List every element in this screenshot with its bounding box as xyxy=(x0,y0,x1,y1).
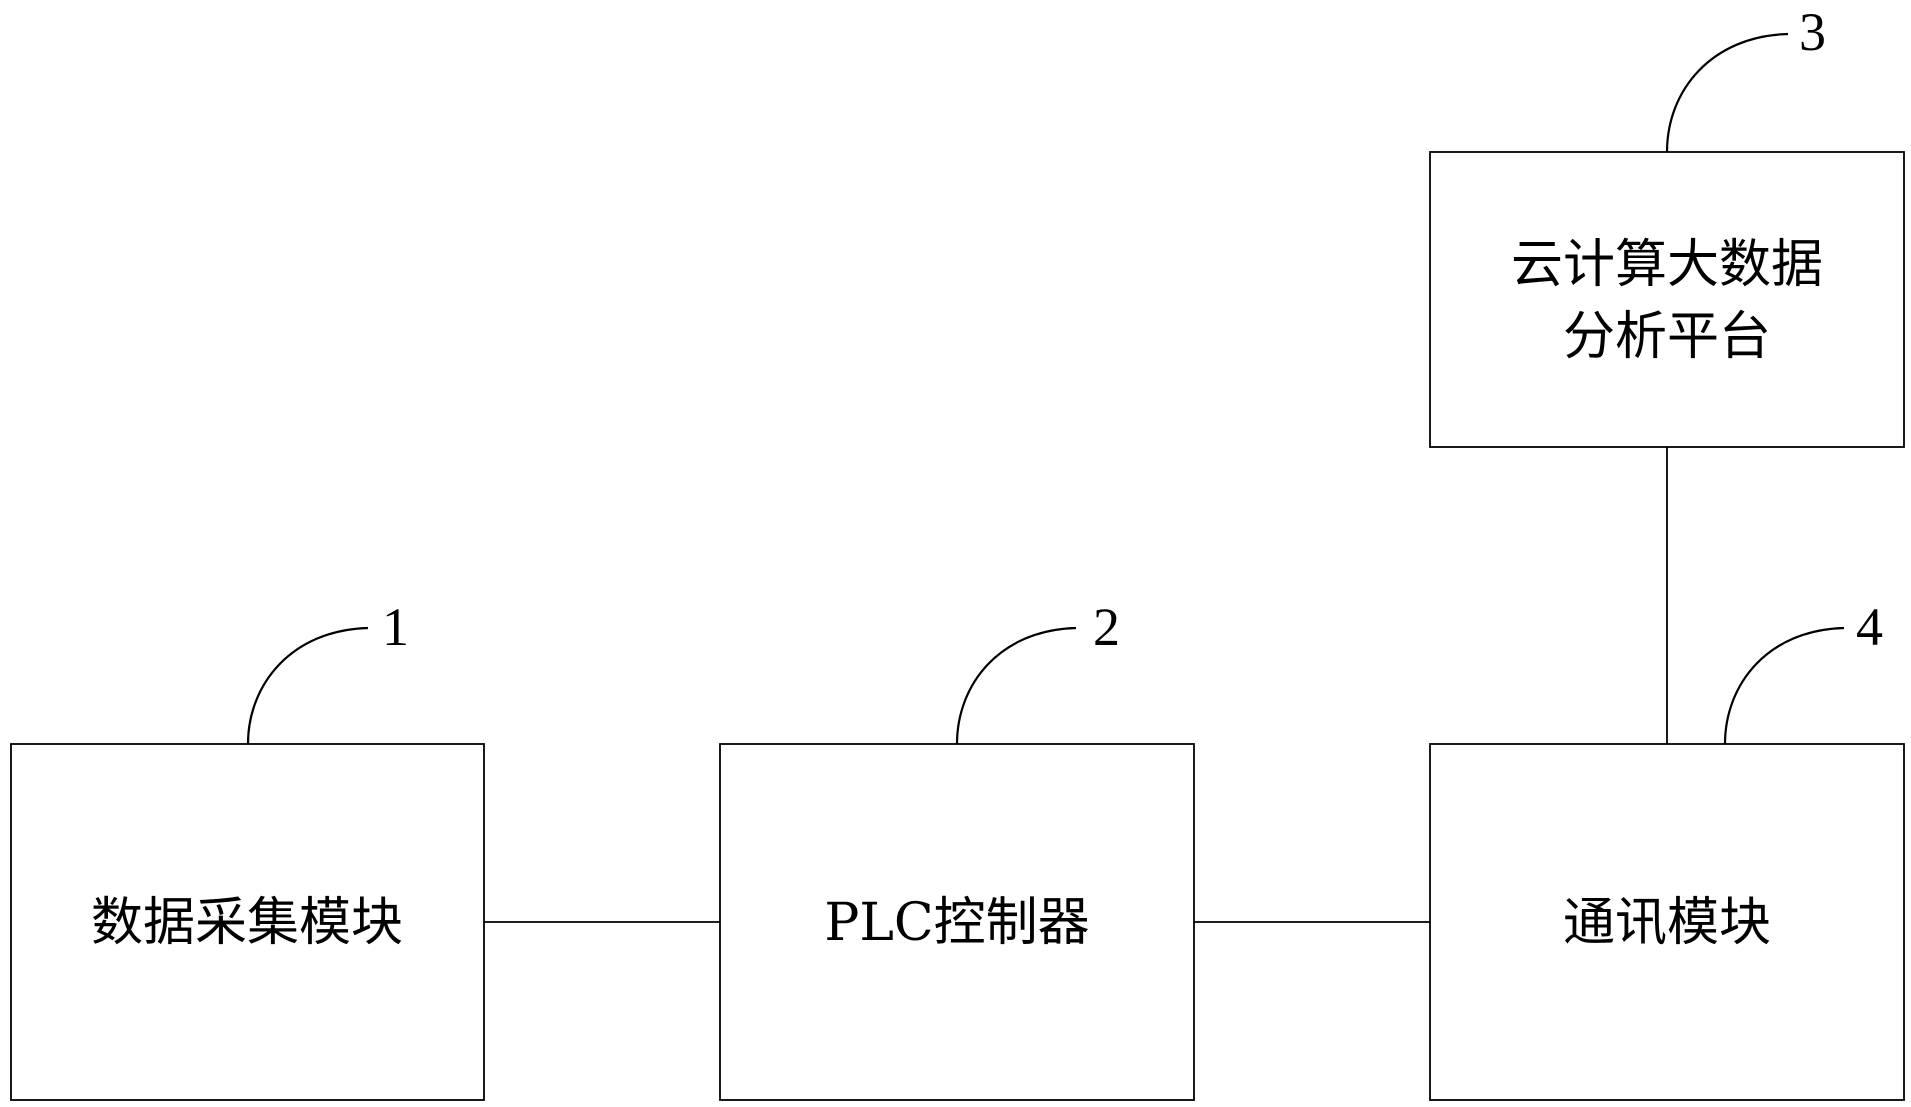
ref-number-4: 4 xyxy=(1856,597,1883,657)
plc-controller-label: PLC控制器 xyxy=(824,893,1089,953)
data-acquisition-block: 数据采集模块 xyxy=(10,743,485,1101)
comm-module-label: 通讯模块 xyxy=(1563,893,1771,953)
ref-leader-3 xyxy=(1665,32,1789,153)
data-acquisition-label: 数据采集模块 xyxy=(91,893,403,953)
cloud-platform-block: 云计算大数据 分析平台 xyxy=(1429,151,1905,448)
ref-leader-4 xyxy=(1723,626,1845,745)
cloud-platform-label-line1: 云计算大数据 xyxy=(1511,235,1823,295)
ref-leader-1 xyxy=(246,626,369,745)
ref-number-3: 3 xyxy=(1799,2,1826,62)
comm-module-box xyxy=(1429,743,1905,1101)
plc-controller-block: PLC控制器 xyxy=(719,743,1195,1101)
ref-leader-2 xyxy=(955,626,1077,745)
comm-module-block: 通讯模块 xyxy=(1429,743,1905,1101)
ref-number-1: 1 xyxy=(382,597,409,657)
ref-number-2: 2 xyxy=(1093,597,1120,657)
data-acquisition-box xyxy=(10,743,485,1101)
cloud-platform-box xyxy=(1429,151,1905,448)
cloud-platform-label-line2: 分析平台 xyxy=(1563,307,1771,367)
